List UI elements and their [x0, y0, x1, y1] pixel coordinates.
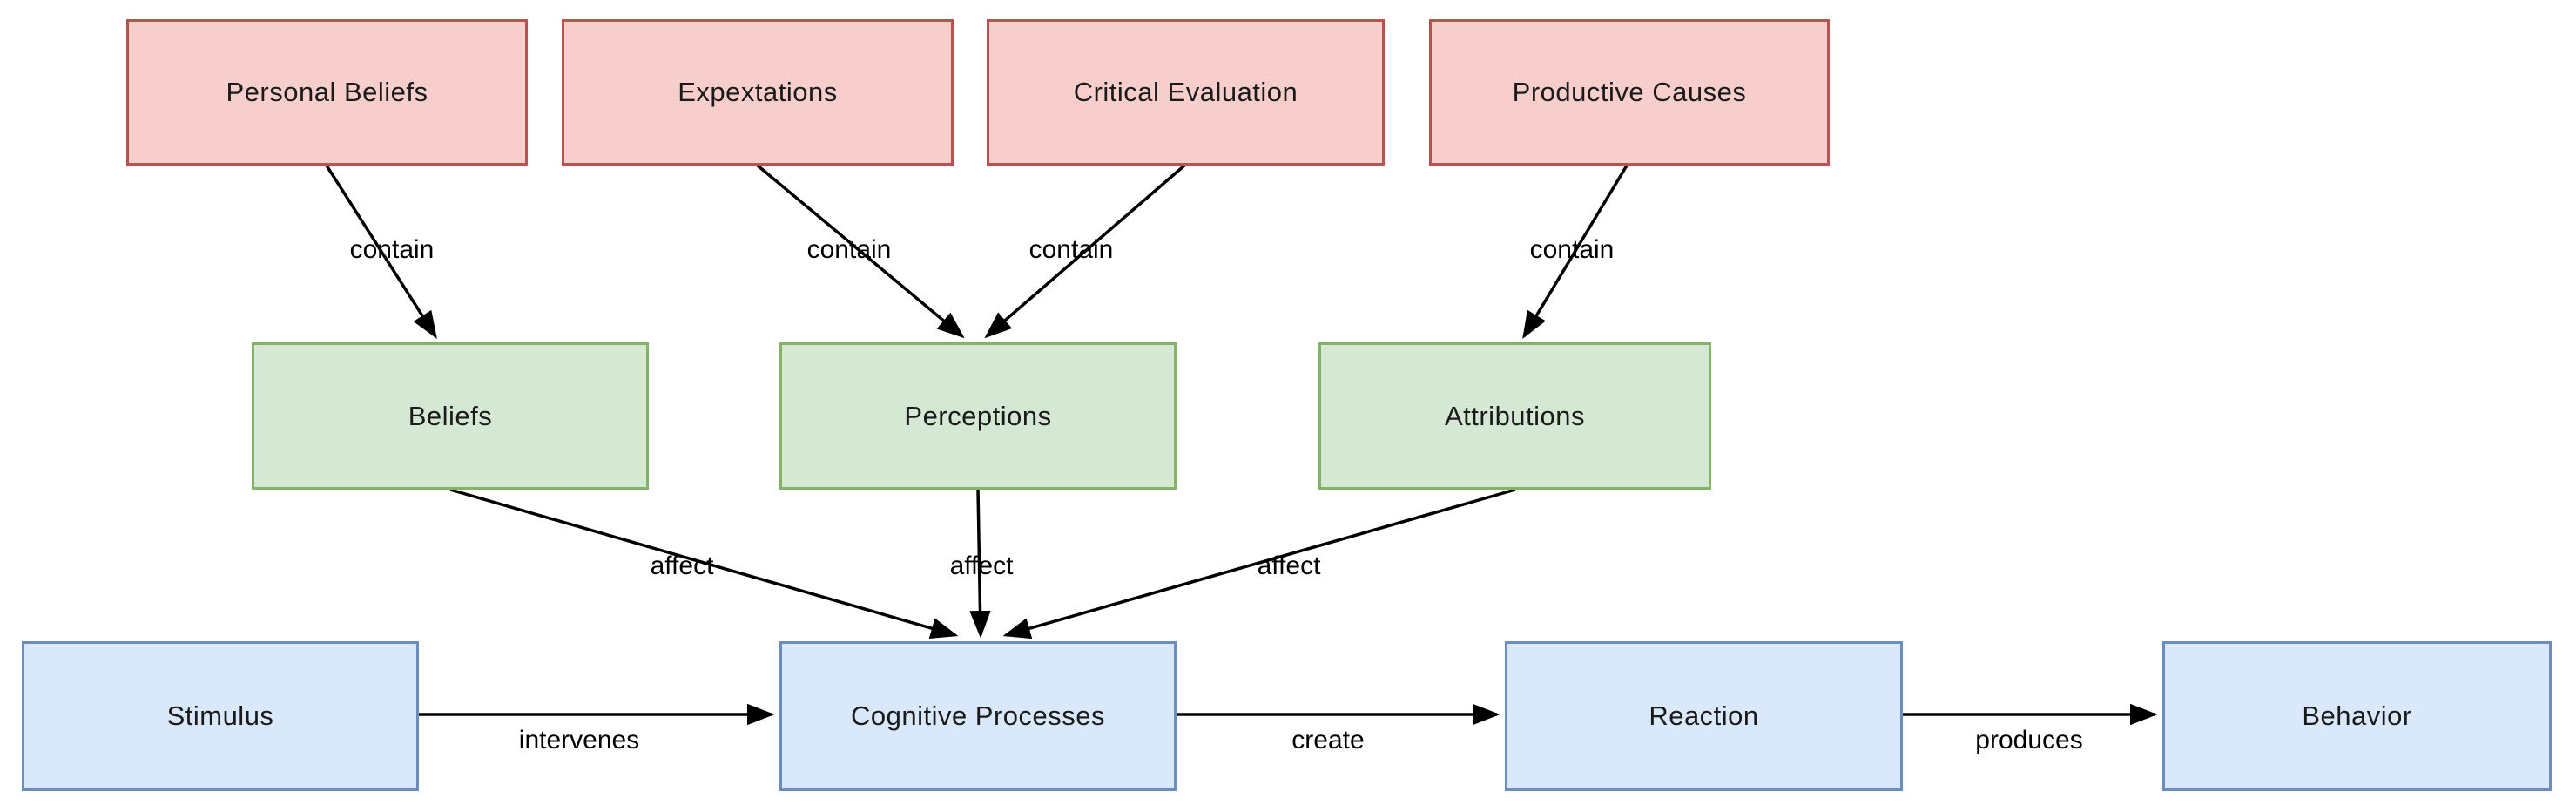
edge-label-affect-3: affect: [1257, 551, 1321, 580]
node-label: Reaction: [1649, 700, 1759, 731]
edge-label-contain-4: contain: [1529, 235, 1615, 264]
node-productive-causes[interactable]: Productive Causes: [1429, 19, 1830, 166]
edge-label-produces: produces: [1975, 726, 2083, 754]
edge-beliefs-to-cognitive-processes: [449, 488, 959, 639]
node-behavior[interactable]: Behavior: [2162, 641, 2552, 791]
node-label: Critical Evaluation: [1073, 77, 1298, 107]
node-label: Behavior: [2302, 700, 2412, 731]
edge-label-create: create: [1291, 726, 1365, 754]
edge-expextations-to-perceptions: [756, 164, 965, 339]
node-label: Personal Beliefs: [226, 77, 428, 107]
node-beliefs[interactable]: Beliefs: [252, 342, 649, 490]
edge-perceptions-to-cognitive-processes: [969, 489, 991, 639]
edge-critical-evaluation-to-perceptions: [984, 164, 1186, 339]
node-stimulus[interactable]: Stimulus: [22, 641, 419, 791]
edge-personal-beliefs-to-beliefs: [325, 165, 437, 339]
node-label: Productive Causes: [1512, 77, 1747, 107]
edge-label-contain-1: contain: [349, 235, 435, 264]
node-expextations[interactable]: Expextations: [562, 19, 954, 166]
node-perceptions[interactable]: Perceptions: [779, 342, 1177, 490]
node-reaction[interactable]: Reaction: [1505, 641, 1903, 791]
node-personal-beliefs[interactable]: Personal Beliefs: [126, 19, 528, 166]
node-critical-evaluation[interactable]: Critical Evaluation: [987, 19, 1385, 166]
node-label: Beliefs: [408, 400, 493, 431]
edge-label-affect-1: affect: [650, 551, 714, 580]
edge-productive-causes-to-attributions: [1522, 165, 1629, 339]
node-label: Stimulus: [166, 700, 274, 731]
node-cognitive-processes[interactable]: Cognitive Processes: [779, 641, 1177, 791]
edge-attributions-to-cognitive-processes: [1002, 488, 1516, 639]
node-label: Cognitive Processes: [850, 700, 1106, 731]
node-label: Attributions: [1444, 400, 1586, 431]
edge-label-intervenes: intervenes: [518, 726, 640, 754]
node-label: Expextations: [678, 77, 838, 107]
node-attributions[interactable]: Attributions: [1318, 342, 1711, 490]
edge-label-contain-2: contain: [806, 235, 892, 264]
edge-label-contain-3: contain: [1028, 235, 1114, 264]
edge-label-affect-2: affect: [949, 551, 1014, 580]
node-label: Perceptions: [904, 400, 1052, 431]
